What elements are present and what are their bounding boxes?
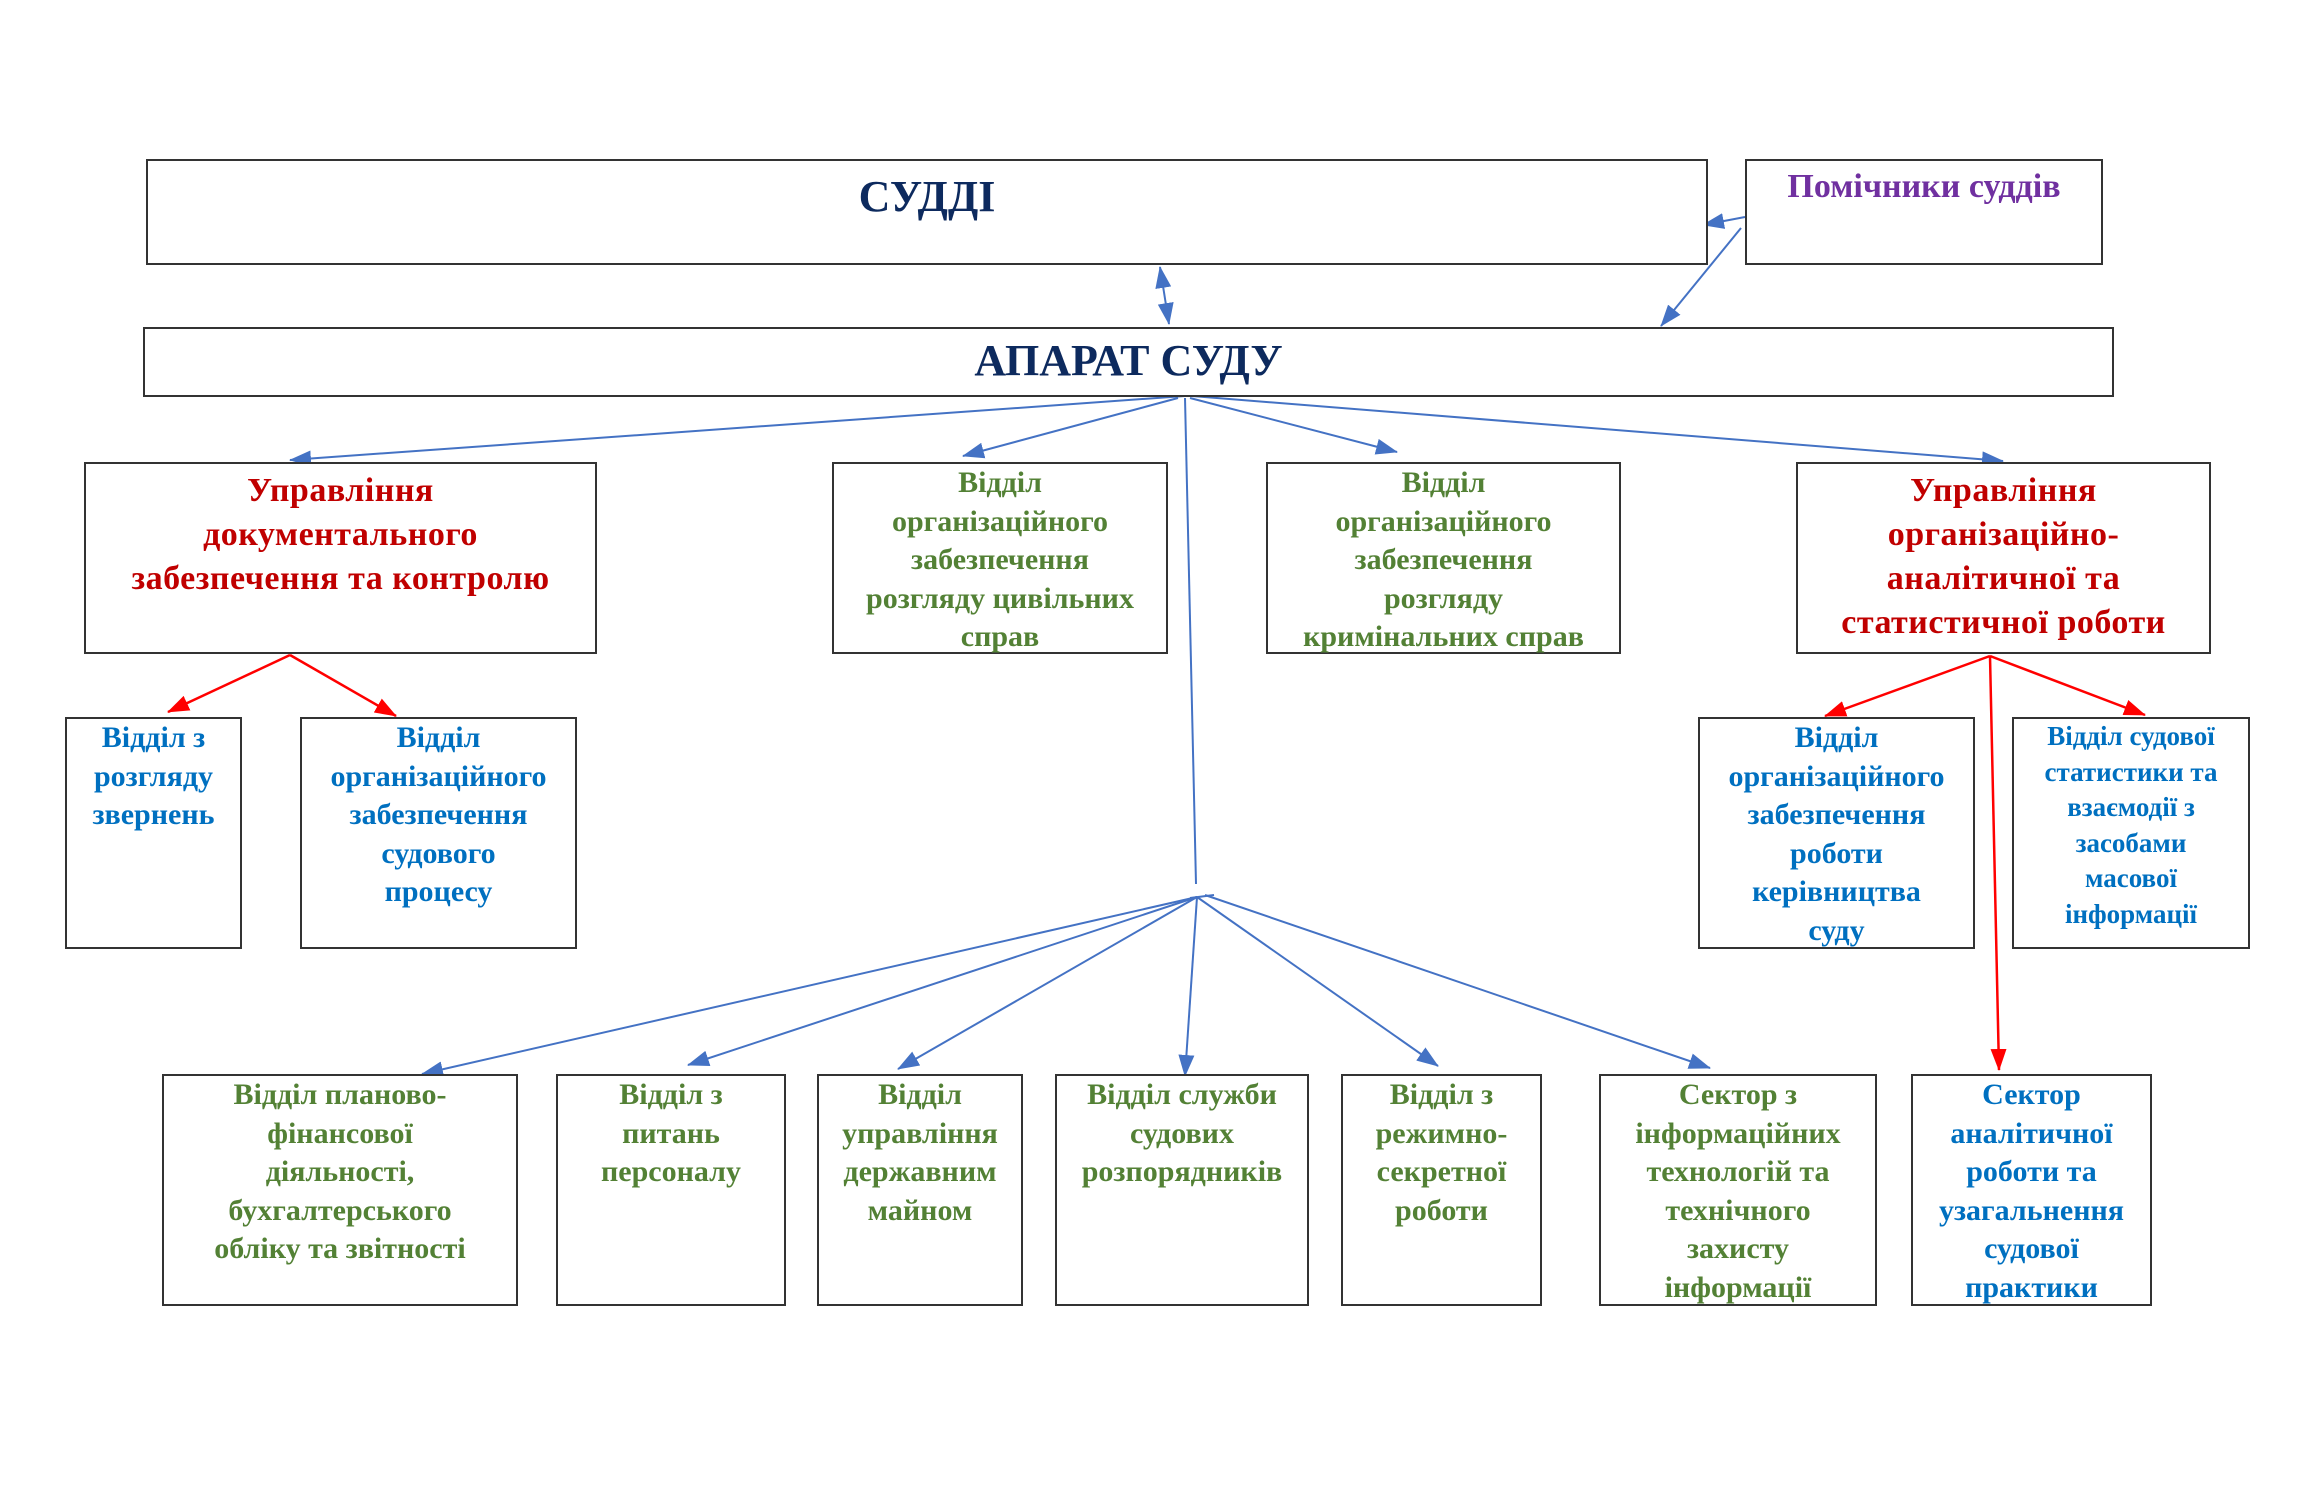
statistics-media-department-box: Відділ судової статистики та взаємодії з…: [2012, 717, 2250, 949]
connector-apparatus-to-personnel-arrow: [687, 896, 1198, 1067]
connector-apparatus-to-bailiffs-arrow: [1178, 896, 1198, 1077]
personnel-department-label: Відділ з питань персоналу: [601, 1078, 741, 1188]
secret-regime-department-label: Відділ з режимно- секретної роботи: [1375, 1078, 1508, 1227]
connector-apparatus-to-doc-control-arrow: [289, 395, 1186, 467]
connector-apparatus-to-it-arrow: [1204, 894, 1711, 1069]
analytics-sector-label: Сектор аналітичної роботи та узагальненн…: [1938, 1078, 2125, 1304]
connector-apparatus-to-property-arrow: [897, 896, 1198, 1070]
hub-connector-tick: [1189, 894, 1215, 899]
connector-org-analytic-to-leadership-arrow: [1824, 654, 1991, 718]
connector-judges-to-apparatus-arrow: [1155, 266, 1174, 325]
finance-department-box: Відділ планово- фінансової діяльності, б…: [162, 1074, 518, 1306]
court-bailiffs-department-label: Відділ служби судових розпорядників: [1081, 1078, 1283, 1188]
connector-apparatus-to-criminal-arrow: [1189, 397, 1398, 455]
connector-apparatus-to-secret-arrow: [1196, 896, 1439, 1067]
secret-regime-department-box: Відділ з режимно- секретної роботи: [1341, 1074, 1542, 1306]
connector-apparatus-to-civil-arrow: [962, 397, 1179, 459]
civil-cases-department-label: Відділ організаційного забезпечення розг…: [866, 466, 1134, 653]
court-process-department-label: Відділ організаційного забезпечення судо…: [330, 721, 547, 908]
state-property-department-label: Відділ управління державним майном: [842, 1078, 998, 1227]
connector-apparatus-to-org-analytic-arrow: [1191, 395, 2004, 468]
org-analytic-directorate-label: Управління організаційно- аналітичної та…: [1841, 472, 2166, 641]
leadership-support-department-label: Відділ організаційного забезпечення робо…: [1728, 721, 1945, 947]
civil-cases-department-box: Відділ організаційного забезпечення розг…: [832, 462, 1168, 654]
court-apparatus-box: АПАРАТ СУДУ: [143, 327, 2114, 397]
criminal-cases-department-label: Відділ організаційного забезпечення розг…: [1303, 466, 1584, 653]
judges-box: СУДДІ: [146, 159, 1708, 265]
it-sector-label: Сектор з інформаційних технологій та тех…: [1635, 1078, 1841, 1304]
state-property-department-box: Відділ управління державним майном: [817, 1074, 1023, 1306]
judge-assistants-label: Помічники суддів: [1787, 168, 2061, 205]
appeals-department-box: Відділ з розгляду звернень: [65, 717, 242, 949]
court-apparatus-label: АПАРАТ СУДУ: [974, 336, 1283, 385]
connector-assistants-to-judges-arrow: [1702, 213, 1746, 229]
document-control-directorate-label: Управління документального забезпечення …: [131, 472, 550, 597]
org-analytic-directorate-box: Управління організаційно- аналітичної та…: [1796, 462, 2211, 654]
appeals-department-label: Відділ з розгляду звернень: [92, 721, 215, 831]
document-control-directorate-box: Управління документального забезпечення …: [84, 462, 597, 654]
connector-org-analytic-to-statistics-arrow: [1989, 654, 2146, 717]
it-sector-box: Сектор з інформаційних технологій та тех…: [1599, 1074, 1877, 1306]
connector-org-analytic-to-analytics-arrow: [1988, 655, 2007, 1071]
leadership-support-department-box: Відділ організаційного забезпечення робо…: [1698, 717, 1975, 949]
criminal-cases-department-box: Відділ організаційного забезпечення розг…: [1266, 462, 1621, 654]
analytics-sector-box: Сектор аналітичної роботи та узагальненн…: [1911, 1074, 2152, 1306]
statistics-media-department-label: Відділ судової статистики та взаємодії з…: [2044, 721, 2218, 929]
court-bailiffs-department-box: Відділ служби судових розпорядників: [1055, 1074, 1309, 1306]
judges-label: СУДДІ: [858, 172, 996, 221]
apparatus-trunk-connector: [1184, 397, 1197, 885]
finance-department-label: Відділ планово- фінансової діяльності, б…: [214, 1078, 466, 1265]
personnel-department-box: Відділ з питань персоналу: [556, 1074, 786, 1306]
connector-doc-control-to-court-process-arrow: [289, 653, 397, 718]
connector-doc-control-to-appeals-arrow: [167, 653, 291, 714]
court-process-department-box: Відділ організаційного забезпечення судо…: [300, 717, 577, 949]
judge-assistants-box: Помічники суддів: [1745, 159, 2103, 265]
